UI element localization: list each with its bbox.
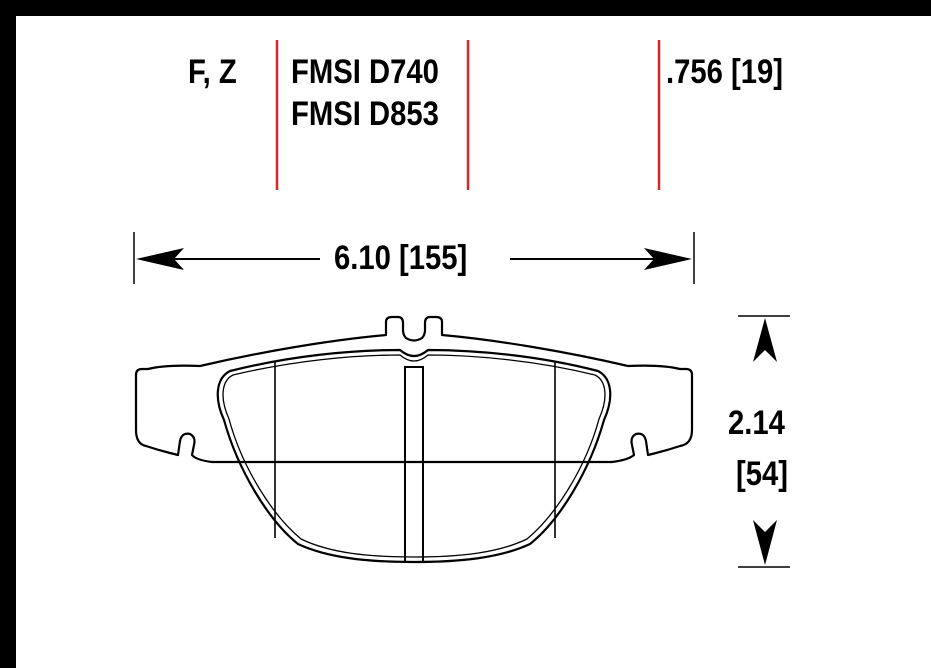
height-dimension	[738, 315, 790, 568]
arrow-down-icon	[753, 520, 777, 565]
arrow-left-icon	[136, 248, 184, 270]
width-label: 6.10 [155]	[334, 239, 468, 277]
thickness-label: .756 [19]	[666, 53, 784, 91]
backing-plate-outline	[134, 315, 694, 464]
arrow-right-icon	[644, 248, 692, 270]
center-slot	[404, 366, 424, 563]
height-metric-label: [54]	[736, 455, 789, 493]
arrow-up-icon	[753, 318, 777, 362]
fmsi-number-2: FMSI D853	[291, 95, 439, 133]
width-dimension	[133, 232, 695, 284]
friction-pad-inner-outline	[222, 354, 606, 558]
height-value-label: 2.14	[728, 404, 785, 442]
fmsi-number-1: FMSI D740	[291, 53, 439, 91]
position-code: F, Z	[188, 53, 237, 91]
friction-pad-outline	[216, 348, 612, 564]
